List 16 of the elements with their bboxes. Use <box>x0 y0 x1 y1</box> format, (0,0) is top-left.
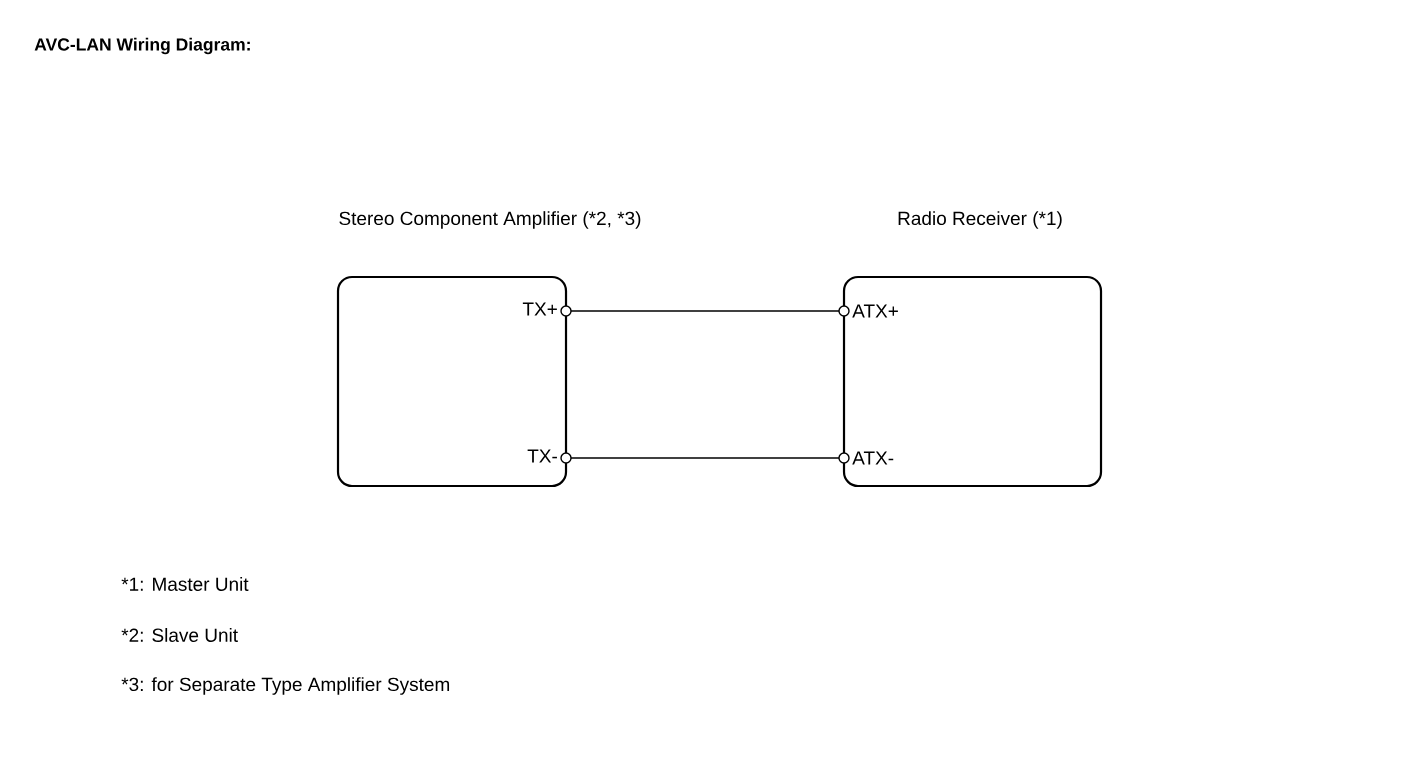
footnote: *3: for Separate Type Amplifier System <box>121 677 450 695</box>
title: AVC-LAN Wiring Diagram: <box>34 37 250 55</box>
footnote: *1: Master Unit <box>121 577 249 591</box>
pin-terminal: TX- <box>527 449 572 464</box>
component-label: Stereo Component Amplifier (*2, *3) <box>339 211 641 229</box>
node-label: TX+ <box>522 302 557 316</box>
wire <box>570 457 840 459</box>
footnote: *2: Slave Unit <box>121 628 238 642</box>
node-label: ATX+ <box>852 304 898 318</box>
wire <box>570 310 840 312</box>
pin-terminal: TX+ <box>522 302 572 317</box>
pin-terminal: ATX+ <box>838 304 898 318</box>
pin-terminal: ATX- <box>838 451 894 465</box>
node-label: ATX- <box>852 451 894 465</box>
node-label: TX- <box>527 449 557 463</box>
component-label: Radio Receiver (*1) <box>898 211 1062 229</box>
